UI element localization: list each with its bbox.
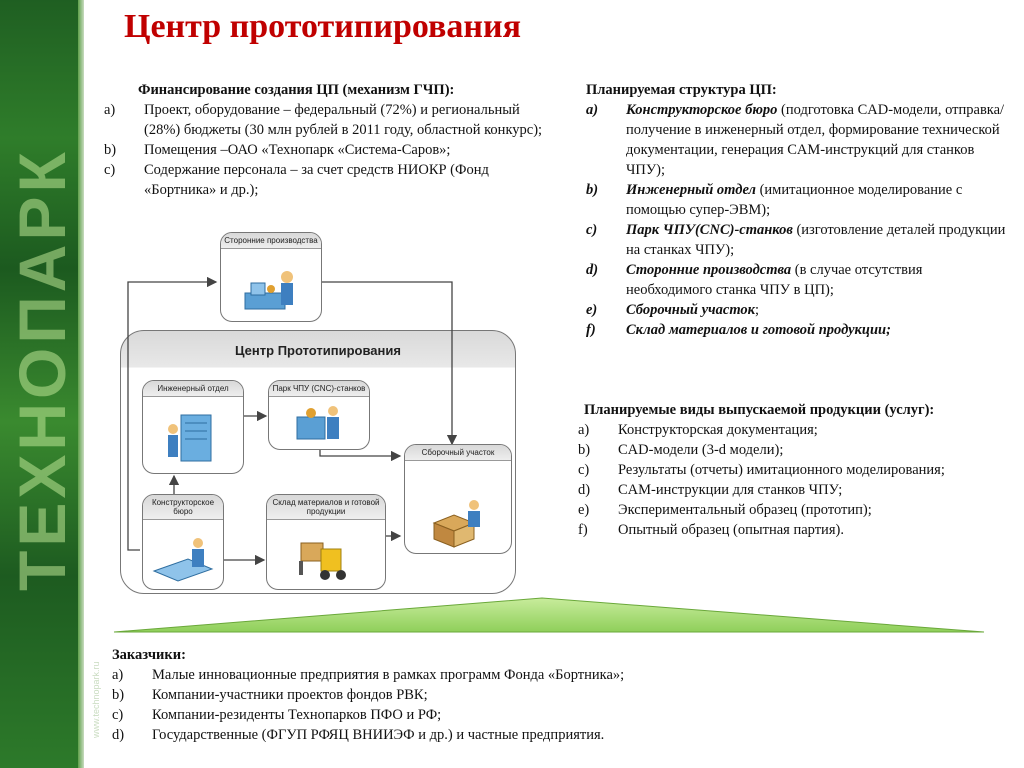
structure-section: Планируемая структура ЦП: a)Конструкторс… — [586, 80, 1006, 340]
products-section: Планируемые виды выпускаемой продукции (… — [578, 400, 1008, 540]
site-url-text: www.technopark.ru — [91, 661, 101, 739]
site-url-vertical: www.technopark.ru — [91, 661, 101, 739]
node-external-production: Сторонние производства — [220, 232, 322, 322]
list-item: f)Склад материалов и готовой продукции; — [586, 322, 891, 338]
list-item: e)Экспериментальный образец (прототип); — [578, 502, 872, 518]
list-item: a)Конструкторская документация; — [578, 422, 818, 438]
list-item: d)CAM-инструкции для станков ЧПУ; — [578, 482, 843, 498]
forklift-icon — [299, 542, 346, 580]
list-item: d)Государственные (ФГУП РФЯЦ ВНИИЭФ и др… — [112, 727, 605, 743]
customers-heading: Заказчики: — [112, 647, 186, 663]
sidebar-branding: ТЕХНОПАРК — [0, 0, 84, 768]
list-item: c)Результаты (отчеты) имитационного моде… — [578, 462, 945, 478]
financing-section: Финансирование создания ЦП (механизм ГЧП… — [104, 80, 544, 200]
center-label: Центр Прототипирования — [235, 343, 401, 358]
list-item: d)Сторонние производства (в случае отсут… — [586, 262, 923, 298]
connector-cnc-assembly — [319, 448, 402, 462]
products-list: a)Конструкторская документация; b)CAD-мо… — [578, 420, 1008, 540]
page-title: Центр прототипирования — [124, 8, 521, 45]
list-item: e)Сборочный участок; — [586, 302, 760, 318]
cnc-machine-icon — [296, 406, 339, 440]
node-label: Парк ЧПУ (CNC)-станков — [269, 381, 369, 397]
list-item: b)Помещения –ОАО «Технопарк «Система-Сар… — [104, 142, 451, 158]
list-item: c)Содержание персонала – за счет средств… — [104, 162, 489, 198]
structure-list: a)Конструкторское бюро (подготовка CAD-м… — [586, 100, 1006, 340]
financing-heading: Финансирование создания ЦП (механизм ГЧП… — [138, 82, 455, 98]
structure-diagram: Центр Прототипирования Сторонние произво… — [118, 230, 530, 602]
connector-external-assembly — [322, 281, 458, 446]
node-cnc-park: Парк ЧПУ (CNC)-станков — [268, 380, 370, 450]
server-icon — [168, 414, 212, 462]
node-label: Инженерный отдел — [143, 381, 243, 397]
node-engineering-dept: Инженерный отдел — [142, 380, 244, 474]
list-item: a)Проект, оборудование – федеральный (72… — [104, 102, 543, 138]
node-assembly-area: Сборочный участок — [404, 444, 512, 554]
structure-heading: Планируемая структура ЦП: — [586, 82, 777, 98]
technopark-logo-text: ТЕХНОПАРК — [5, 148, 79, 592]
node-label: Конструкторское бюро — [143, 495, 223, 520]
list-item: b)CAD-модели (3-d модели); — [578, 442, 784, 458]
list-item: f)Опытный образец (опытная партия). — [578, 522, 844, 538]
assembly-box-icon — [432, 500, 480, 548]
diagram-connectors — [127, 276, 458, 566]
list-item: b)Компании-участники проектов фондов РВК… — [112, 687, 428, 703]
node-label: Сборочный участок — [405, 445, 511, 461]
drafting-desk-icon — [152, 538, 214, 582]
list-item: c)Парк ЧПУ(CNC)-станков (изготовление де… — [586, 222, 1006, 258]
node-warehouse: Склад материалов и готовой продукции — [266, 494, 386, 590]
list-item: c)Компании-резиденты Технопарков ПФО и Р… — [112, 707, 442, 723]
node-design-bureau: Конструкторское бюро — [142, 494, 224, 590]
connector-design-external — [127, 276, 218, 551]
customers-list: a)Малые инновационные предприятия в рамк… — [112, 665, 872, 745]
workstation-icon — [244, 271, 293, 310]
products-heading: Планируемые виды выпускаемой продукции (… — [584, 402, 935, 418]
list-item: b)Инженерный отдел (имитационное моделир… — [586, 182, 963, 218]
node-label: Сторонние производства — [221, 233, 321, 249]
customers-section: Заказчики: a)Малые инновационные предпри… — [112, 645, 872, 745]
divider-triangle — [113, 597, 985, 633]
list-item: a)Малые инновационные предприятия в рамк… — [112, 667, 625, 683]
financing-list: a)Проект, оборудование – федеральный (72… — [104, 100, 544, 200]
list-item: a)Конструкторское бюро (подготовка CAD-м… — [586, 102, 1005, 178]
node-label: Склад материалов и готовой продукции — [267, 495, 385, 520]
